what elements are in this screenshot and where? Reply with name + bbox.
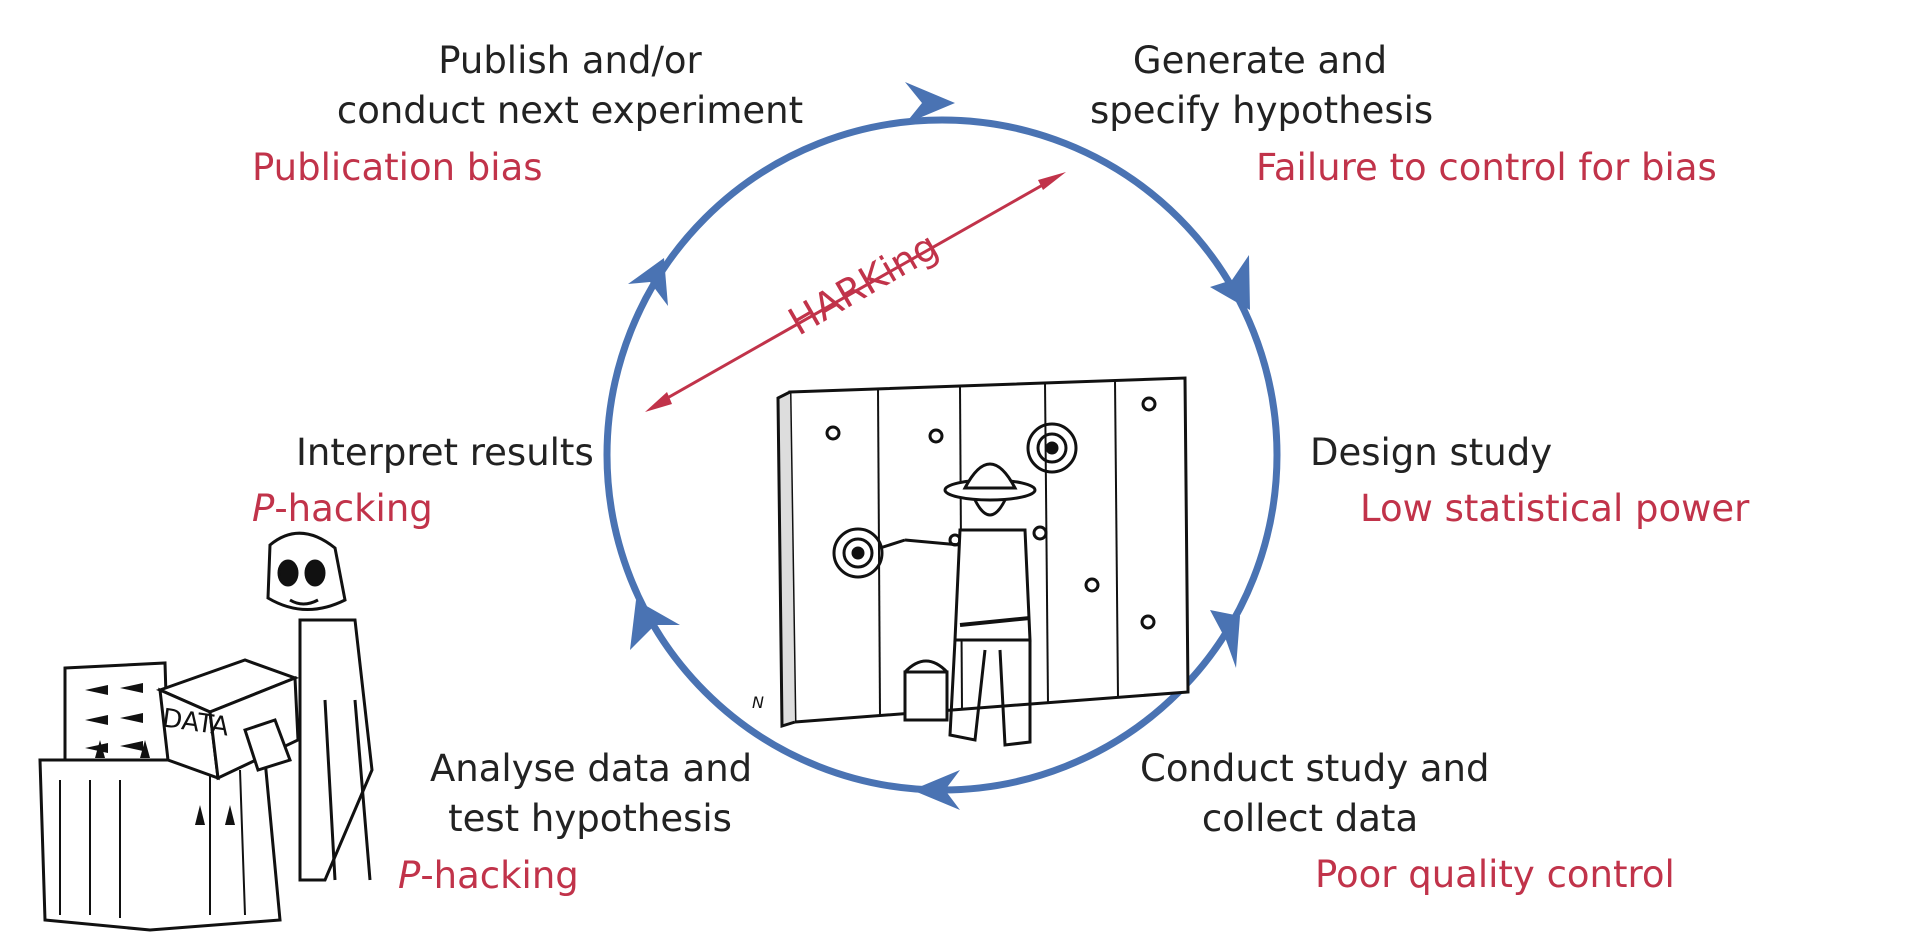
p-hacking-rest: -hacking [274, 487, 433, 530]
risk-p-hacking-interpret: P-hacking [252, 484, 433, 534]
p-hacking-rest: -hacking [420, 854, 579, 897]
cowboy-target-illustration [776, 376, 1190, 747]
arrowhead-icon [1210, 610, 1240, 668]
risk-low-statistical-power: Low statistical power [1360, 487, 1750, 530]
step-generate-line1: Generate and [1132, 39, 1388, 82]
arrowhead-icon [1210, 255, 1250, 310]
artist-signature: N [752, 693, 764, 712]
risk-poor-quality-control: Poor quality control [1315, 853, 1675, 896]
p-hacker-illustration [38, 531, 374, 932]
arrowhead-icon [905, 82, 955, 124]
step-interpret-results: Interpret results [296, 431, 594, 474]
arrowhead-icon [630, 600, 680, 650]
step-publish: Publish and/or conduct next experiment [330, 36, 810, 136]
p-letter: P [398, 854, 421, 897]
step-conduct-line1: Conduct study and [1140, 747, 1490, 790]
p-letter: P [252, 487, 275, 530]
step-conduct-line2: collect data [1201, 797, 1419, 840]
step-generate-line2: specify hypothesis [1090, 89, 1434, 132]
arrowhead-icon [628, 258, 668, 306]
double-arrow-icon [645, 172, 1066, 412]
step-analyse-line1: Analyse data and [430, 747, 753, 790]
step-analyse-data: Analyse data and test hypothesis [430, 744, 753, 844]
risk-failure-control-bias: Failure to control for bias [1256, 146, 1717, 189]
risk-p-hacking-analyse: P-hacking [398, 851, 579, 901]
step-analyse-line2: test hypothesis [448, 797, 732, 840]
step-publish-line2: conduct next experiment [336, 89, 804, 132]
risk-publication-bias: Publication bias [252, 146, 543, 189]
step-conduct-study: Conduct study and collect data [1140, 744, 1490, 844]
step-generate-hypothesis: Generate and specify hypothesis [1090, 36, 1434, 136]
step-design-study: Design study [1310, 431, 1553, 474]
step-publish-line1: Publish and/or [438, 39, 702, 82]
arrowhead-icon [912, 770, 960, 810]
